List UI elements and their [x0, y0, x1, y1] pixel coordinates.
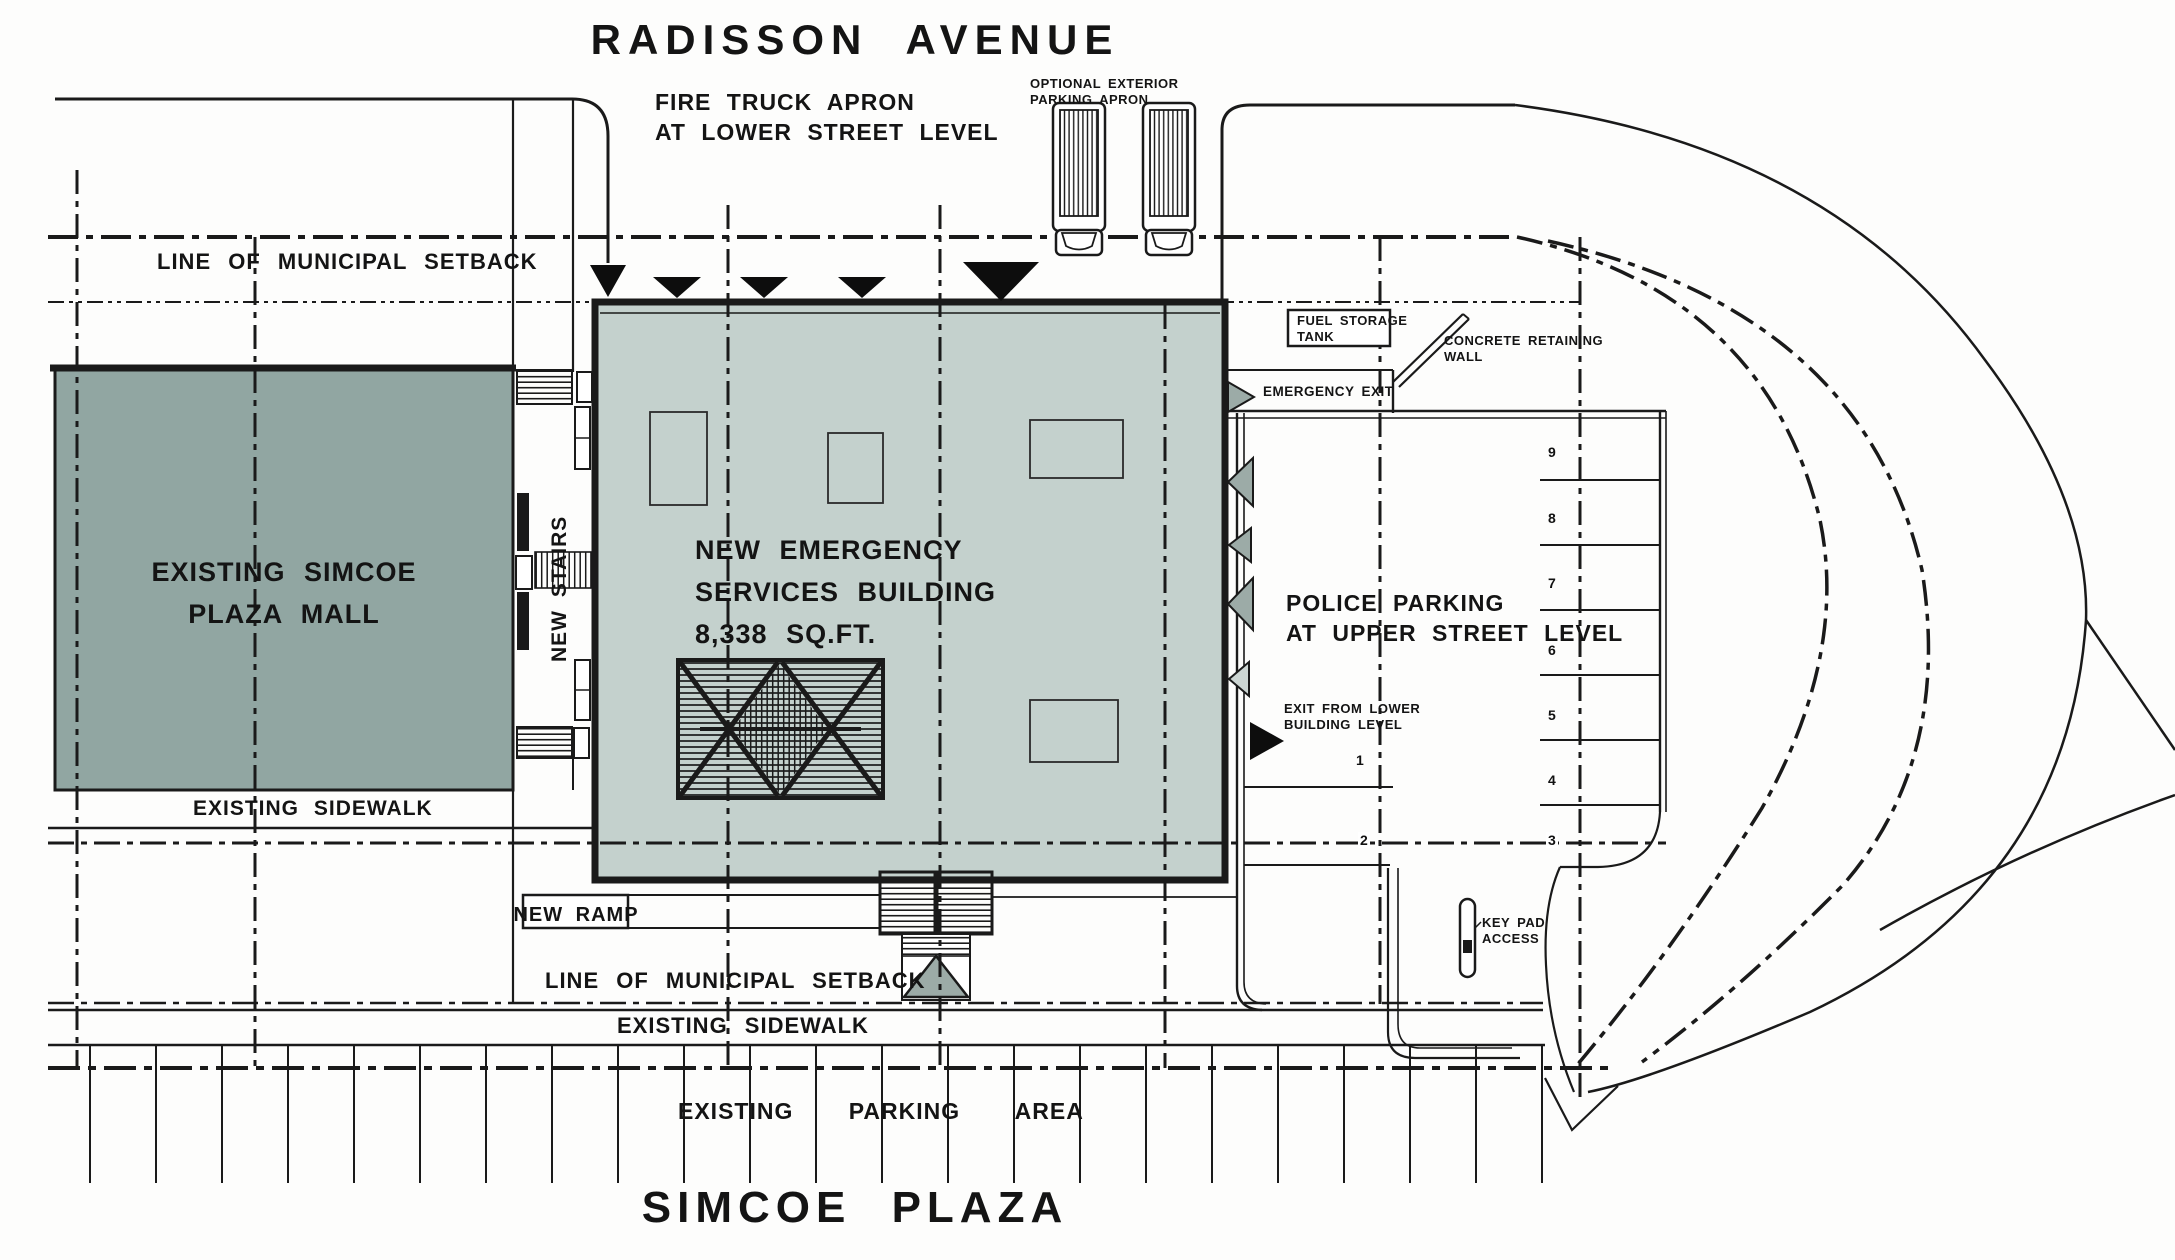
room-outline: [649, 411, 708, 506]
key-pad-access-device: [1458, 897, 1482, 979]
entrance-arrow-up: [901, 953, 971, 999]
police-left-stalls: [1244, 786, 1393, 866]
stall-number-3: 3: [1546, 832, 1558, 848]
stair-flight: [516, 726, 573, 759]
fuel-tank-label: FUEL STORAGE TANK: [1297, 313, 1408, 345]
stall-number-5: 5: [1548, 707, 1556, 723]
roof-hatch: [676, 658, 885, 800]
main-entry-arrow: [963, 262, 1039, 301]
stall-number-8: 8: [1548, 510, 1556, 526]
police-parking-label: POLICE PARKING AT UPPER STREET LEVEL: [1286, 590, 1624, 646]
room-outline: [827, 432, 884, 504]
emergency-exit-arrow: [1227, 380, 1257, 414]
new-ramp-lines: [628, 894, 1237, 929]
stall-number-1: 1: [1356, 752, 1364, 768]
new-ramp-label-box: [521, 893, 630, 930]
emergency-exit-label: EMERGENCY EXIT: [1263, 384, 1394, 399]
keypad-label: KEY PAD ACCESS: [1482, 915, 1546, 947]
exit-lower-arrow: [1250, 722, 1284, 760]
stair-flight: [516, 369, 573, 405]
police-stall-lines: [1540, 479, 1660, 806]
new-stairs-label: NEW STAIRS: [548, 515, 571, 662]
stall-number-4: 4: [1548, 772, 1556, 788]
retaining-wall-label: CONCRETE RETAINING WALL: [1444, 333, 1604, 365]
room-outline: [1029, 419, 1124, 479]
setback-and-grid-lines: [48, 170, 1931, 1100]
existing-parking-stall-lines: [89, 1045, 1543, 1183]
existing-mall-footprint: [50, 364, 516, 792]
stall-number-6: 6: [1548, 642, 1556, 658]
police-parking-boundary: [1225, 369, 1667, 1012]
stall-number-2: 2: [1358, 832, 1370, 848]
radisson-avenue-road-edge: [55, 97, 2175, 1132]
existing-mall-label: EXISTING SIMCOE PLAZA MALL: [151, 557, 417, 629]
setback-bottom-label: LINE OF MUNICIPAL SETBACK: [545, 968, 926, 993]
existing-parking-area-label: EXISTING PARKING AREA: [678, 1098, 1084, 1124]
new-stairs-corridor: [511, 99, 593, 1004]
lower-entrance-stairs: [878, 870, 994, 1001]
new-building-label: NEW EMERGENCY SERVICES BUILDING 8,338 SQ…: [695, 535, 997, 649]
street-title-radisson: RADISSON AVENUE: [590, 16, 1120, 63]
stall-number-9: 9: [1548, 444, 1556, 460]
sidewalk-left-label: EXISTING SIDEWALK: [193, 797, 433, 820]
parking-driveway: [1386, 811, 1662, 1093]
building-side-exit-arrows: [1226, 380, 1284, 760]
fire-truck-icon: [1141, 101, 1197, 257]
fire-truck-apron-label: FIRE TRUCK APRON AT LOWER STREET LEVEL: [655, 89, 999, 145]
exit-lower-label: EXIT FROM LOWER BUILDING LEVEL: [1284, 701, 1421, 733]
concrete-retaining-wall: [1392, 313, 1470, 388]
setback-top-label: LINE OF MUNICIPAL SETBACK: [157, 249, 538, 274]
sidewalk-lines: [48, 826, 1545, 1047]
stair-flight: [534, 551, 592, 589]
fire-truck-icon: [1051, 101, 1107, 257]
new-ramp-label: NEW RAMP: [513, 904, 639, 926]
room-outline: [1029, 699, 1119, 763]
fuel-tank-label-box: [1286, 308, 1392, 348]
optional-apron-label: OPTIONAL EXTERIOR PARKING APRON: [1030, 76, 1179, 108]
stall-number-7: 7: [1548, 575, 1556, 591]
sidewalk-bottom-label: EXISTING SIDEWALK: [617, 1013, 869, 1038]
street-title-simcoe: SIMCOE PLAZA: [641, 1183, 1069, 1232]
building-entry-arrows-top: [590, 262, 1039, 301]
